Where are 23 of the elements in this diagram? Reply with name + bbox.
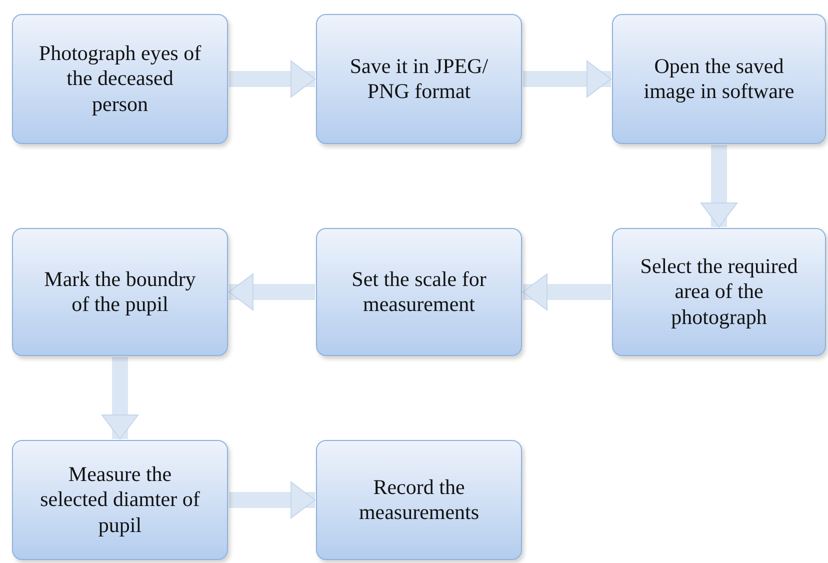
block-arrow: [522, 274, 611, 310]
step-text: Measure the selected diamter of pupil: [39, 462, 201, 538]
process-box: [12, 228, 228, 356]
process-box: [12, 440, 228, 560]
step-text: Set the scale for measurement: [350, 266, 488, 318]
process-box: [12, 14, 228, 144]
step-text: Record the measurements: [358, 474, 480, 526]
step-text: Open the saved image in software: [642, 54, 796, 104]
process-box: [316, 440, 522, 560]
block-arrow: [228, 274, 315, 310]
process-box: [612, 14, 826, 144]
block-arrow: [229, 482, 316, 518]
block-arrow: [102, 357, 138, 440]
step-text: Photograph eyes of the deceased person: [38, 41, 202, 117]
block-arrow: [229, 60, 316, 98]
step-text: Save it in JPEG/ PNG format: [348, 54, 490, 104]
process-box: [612, 228, 826, 356]
process-box: [316, 14, 522, 144]
block-arrow: [523, 60, 612, 98]
step-text: Mark the boundry of the pupil: [43, 266, 197, 318]
block-arrow: [700, 145, 738, 228]
process-box: [316, 228, 522, 356]
step-text: Select the required area of the photograph: [639, 254, 799, 330]
